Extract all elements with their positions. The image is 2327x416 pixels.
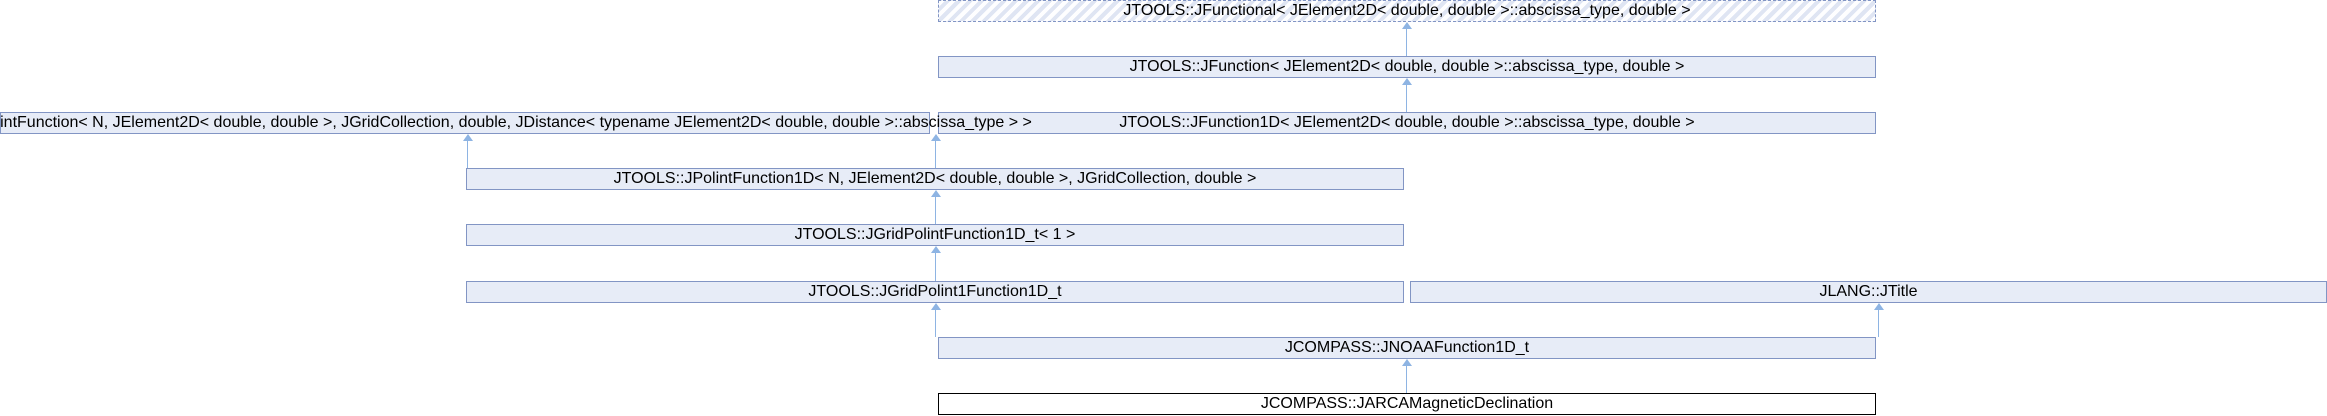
edge-jgridpolintfunction1d-to-jpolintfunction1d: [935, 197, 936, 224]
edge-jgridpolint1-to-jgridpolintfunction1d: [935, 253, 936, 281]
edge-jnoaa-to-jgridpolint1: [935, 310, 936, 337]
arrow-head-jfunction1d: [931, 134, 941, 141]
class-node-jgridpolintfunction1d-t[interactable]: JTOOLS::JGridPolintFunction1D_t< 1 >: [466, 224, 1404, 246]
class-node-jnoaafunction1d-t[interactable]: JCOMPASS::JNOAAFunction1D_t: [938, 337, 1876, 359]
class-node-label: JTOOLS::JFunctional< JElement2D< double,…: [1123, 2, 1691, 19]
edge-jpolintfunction1d-to-jfunction1d: [935, 141, 936, 168]
class-node-label: JTOOLS::JGridPolintFunction1D_t< 1 >: [794, 226, 1076, 243]
arrow-head-jgridpolintfunction1d: [931, 246, 941, 253]
edge-jfunction-to-jfunctional: [1406, 29, 1407, 56]
edge-jnoaa-to-jtitle: [1878, 310, 1879, 337]
class-node-label: JCOMPASS::JARCAMagneticDeclination: [1260, 395, 1554, 412]
arrow-head-jtitle: [1874, 303, 1884, 310]
arrow-head-jpolintfunction: [463, 134, 473, 141]
class-node-label: JTOOLS::JPolintFunction1D< N, JElement2D…: [613, 170, 1257, 187]
class-node-label: JTOOLS::JGridPolint1Function1D_t: [808, 283, 1062, 300]
class-node-jfunction1d[interactable]: JTOOLS::JFunction1D< JElement2D< double,…: [938, 112, 1876, 134]
arrow-head-jgridpolint1: [931, 303, 941, 310]
arrow-head-jpolintfunction1d: [931, 190, 941, 197]
class-node-jpolintfunction1d[interactable]: JTOOLS::JPolintFunction1D< N, JElement2D…: [466, 168, 1404, 190]
class-node-label: JTOOLS::JPolintFunction< N, JElement2D< …: [0, 114, 1032, 131]
class-node-jtitle[interactable]: JLANG::JTitle: [1410, 281, 2327, 303]
edge-jpolintfunction-riser: [467, 141, 468, 168]
edge-jarca-to-jnoaa: [1406, 366, 1407, 393]
class-node-jpolintfunction[interactable]: JTOOLS::JPolintFunction< N, JElement2D< …: [0, 112, 1032, 134]
class-node-jgridpolint1function1d-t[interactable]: JTOOLS::JGridPolint1Function1D_t: [466, 281, 1404, 303]
class-node-label: JLANG::JTitle: [1819, 283, 1918, 300]
class-node-label: JTOOLS::JFunction1D< JElement2D< double,…: [1119, 114, 1695, 131]
class-node-label: JCOMPASS::JNOAAFunction1D_t: [1284, 339, 1530, 356]
edge-jfunction1d-to-jfunction: [1406, 85, 1407, 112]
arrow-head-jfunctional: [1402, 22, 1412, 29]
class-node-label: JTOOLS::JFunction< JElement2D< double, d…: [1129, 58, 1685, 75]
class-node-jarcamagneticdeclination[interactable]: JCOMPASS::JARCAMagneticDeclination: [938, 393, 1876, 415]
class-node-jfunctional[interactable]: JTOOLS::JFunctional< JElement2D< double,…: [938, 0, 1876, 22]
arrow-head-jfunction: [1402, 78, 1412, 85]
class-node-jfunction[interactable]: JTOOLS::JFunction< JElement2D< double, d…: [938, 56, 1876, 78]
arrow-head-jnoaa: [1402, 359, 1412, 366]
